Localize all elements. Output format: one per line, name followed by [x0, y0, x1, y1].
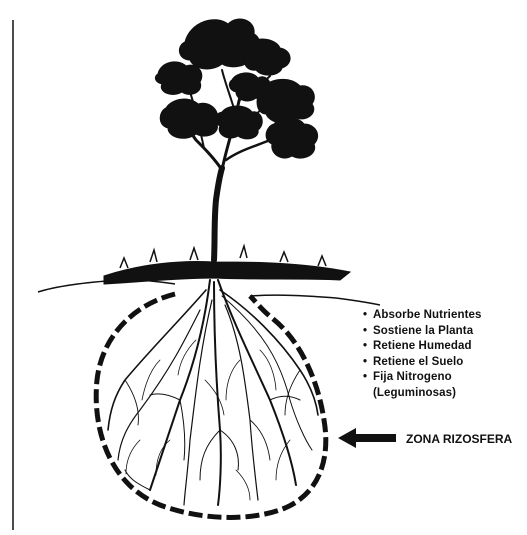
zone-arrow [338, 428, 396, 448]
bullet-marker: • [363, 308, 373, 324]
function-note: (Leguminosas) [363, 386, 482, 402]
function-retiene-humedad: Retiene Humedad [373, 339, 472, 355]
function-item: • Retiene el Suelo [363, 355, 482, 371]
tree-crown [155, 19, 317, 158]
root-system [108, 280, 318, 505]
function-fija-nitrogeno: Fija Nitrogeno [373, 370, 452, 386]
bullet-marker: • [363, 370, 373, 386]
function-retiene-el-suelo: Retiene el Suelo [373, 355, 463, 371]
root-functions-list: • Absorbe Nutrientes • Sostiene la Plant… [363, 308, 482, 401]
function-sostiene-la-planta: Sostiene la Planta [373, 324, 473, 340]
function-absorbe-nutrientes: Absorbe Nutrientes [373, 308, 482, 324]
function-item: • Fija Nitrogeno [363, 370, 482, 386]
function-item: • Retiene Humedad [363, 339, 482, 355]
zone-rizosfera-label: ZONA RIZOSFERA [406, 432, 512, 446]
bullet-marker: • [363, 324, 373, 340]
ground-surface [38, 246, 380, 305]
function-item: • Sostiene la Planta [363, 324, 482, 340]
function-item: • Absorbe Nutrientes [363, 308, 482, 324]
bullet-marker: • [363, 339, 373, 355]
bullet-marker: • [363, 355, 373, 371]
